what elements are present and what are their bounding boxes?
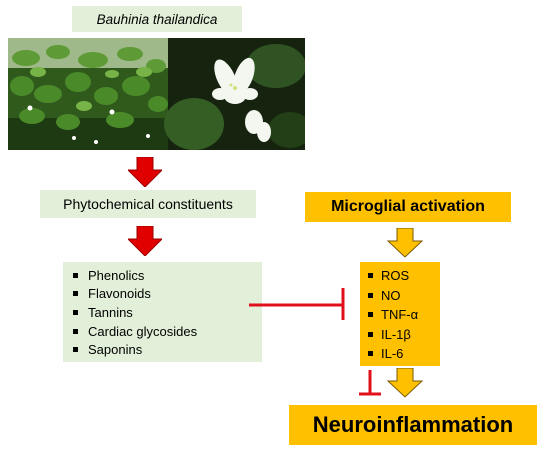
list-item: Flavonoids	[73, 285, 262, 304]
microglial-label: Microglial activation	[331, 198, 485, 215]
phytochemical-constituents-box: Phytochemical constituents	[40, 190, 256, 218]
bullet-icon	[368, 312, 373, 318]
phytochemical-label: Phytochemical constituents	[63, 196, 233, 212]
bullet-icon	[73, 291, 78, 297]
bullet-icon	[73, 309, 78, 315]
red-down-arrow-icon	[128, 157, 162, 187]
inflammatory-mediators-box: ROS NO TNF-α IL-1β IL-6	[360, 262, 440, 366]
bullet-icon	[368, 292, 373, 298]
orange-down-arrow-icon	[387, 228, 423, 258]
list-item: NO	[368, 286, 440, 306]
list-item: Phenolics	[73, 266, 262, 285]
bullet-icon	[73, 328, 78, 334]
neuroinflammation-label: Neuroinflammation	[312, 412, 514, 437]
red-down-arrow-icon	[128, 226, 162, 256]
list-item: IL-1β	[368, 325, 440, 345]
bullet-icon	[368, 331, 373, 337]
mediators-list: ROS NO TNF-α IL-1β IL-6	[368, 266, 440, 364]
neuroinflammation-box: Neuroinflammation	[289, 405, 537, 445]
plant-name-text: Bauhinia thailandica	[96, 11, 218, 27]
constituents-list-box: Phenolics Flavonoids Tannins Cardiac gly…	[63, 262, 262, 362]
inhibition-tbar-icon	[359, 370, 381, 396]
plant-name-label: Bauhinia thailandica	[72, 6, 242, 32]
list-item: Saponins	[73, 340, 262, 359]
list-item: TNF-α	[368, 305, 440, 325]
list-item: ROS	[368, 266, 440, 286]
bullet-icon	[73, 347, 78, 353]
plant-photo	[8, 38, 305, 150]
orange-down-arrow-icon	[387, 368, 423, 398]
list-item: IL-6	[368, 344, 440, 364]
bullet-icon	[368, 273, 373, 279]
list-item: Cardiac glycosides	[73, 322, 262, 341]
list-item: Tannins	[73, 303, 262, 322]
bullet-icon	[73, 272, 78, 278]
constituents-list: Phenolics Flavonoids Tannins Cardiac gly…	[73, 266, 262, 359]
microglial-activation-box: Microglial activation	[305, 192, 511, 222]
inhibition-tbar-icon	[249, 288, 345, 320]
bullet-icon	[368, 351, 373, 357]
